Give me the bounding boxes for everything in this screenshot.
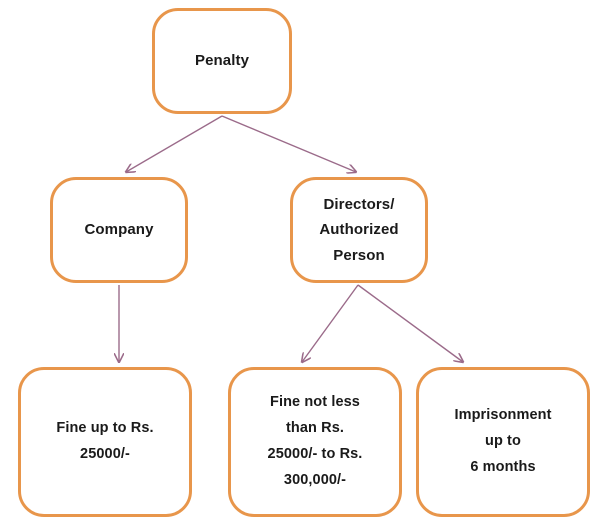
edge-directors-to-fine-director bbox=[302, 284, 359, 362]
node-directors-authorized-person[interactable]: Directors/ Authorized Person bbox=[290, 177, 428, 283]
node-company-label: Company bbox=[84, 220, 154, 238]
node-fine-company-label: Fine up to Rs. 25000/- bbox=[56, 420, 154, 462]
node-penalty[interactable]: Penalty bbox=[152, 8, 292, 114]
node-company[interactable]: Company bbox=[50, 177, 188, 283]
node-penalty-label: Penalty bbox=[194, 51, 250, 69]
node-fine-director-label: Fine not less than Rs. 25000/- to Rs. 30… bbox=[267, 394, 363, 488]
edge-directors-to-imprisonment bbox=[357, 284, 463, 362]
node-fine-director[interactable]: Fine not less than Rs. 25000/- to Rs. 30… bbox=[228, 367, 402, 517]
edge-penalty-to-directors bbox=[221, 115, 356, 172]
node-imprisonment-label: Imprisonment up to 6 months bbox=[454, 407, 552, 475]
node-directors-label: Directors/ Authorized Person bbox=[319, 196, 399, 264]
node-fine-company[interactable]: Fine up to Rs. 25000/- bbox=[18, 367, 192, 517]
edge-penalty-to-company bbox=[126, 115, 223, 172]
node-imprisonment[interactable]: Imprisonment up to 6 months bbox=[416, 367, 590, 517]
